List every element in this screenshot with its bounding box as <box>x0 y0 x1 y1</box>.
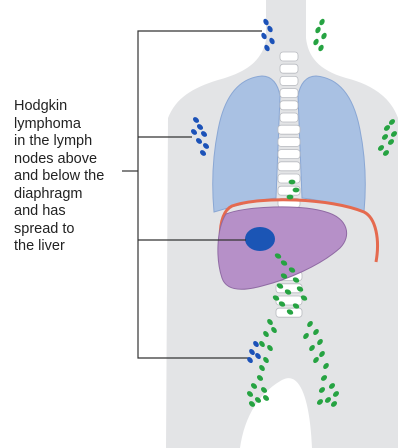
lymph-node-green <box>289 180 296 185</box>
vertebra <box>278 137 300 146</box>
vertebra <box>278 125 300 134</box>
vertebra <box>280 101 298 110</box>
lymph-node-green <box>312 38 320 46</box>
vertebra <box>280 52 298 61</box>
lymph-node-green <box>317 44 325 52</box>
vertebra <box>280 64 298 73</box>
liver-tumor <box>245 227 275 251</box>
vertebra <box>278 162 300 171</box>
vertebra <box>280 76 298 85</box>
lymph-node-green <box>318 18 326 26</box>
lymph-node-green <box>314 26 322 34</box>
vertebra <box>278 150 300 159</box>
lymph-node-green <box>293 188 300 193</box>
vertebra <box>280 113 298 122</box>
lymph-node-green <box>262 394 270 402</box>
lymph-node-green <box>320 32 328 40</box>
lymph-node-green <box>287 195 294 200</box>
vertebra <box>280 89 298 98</box>
